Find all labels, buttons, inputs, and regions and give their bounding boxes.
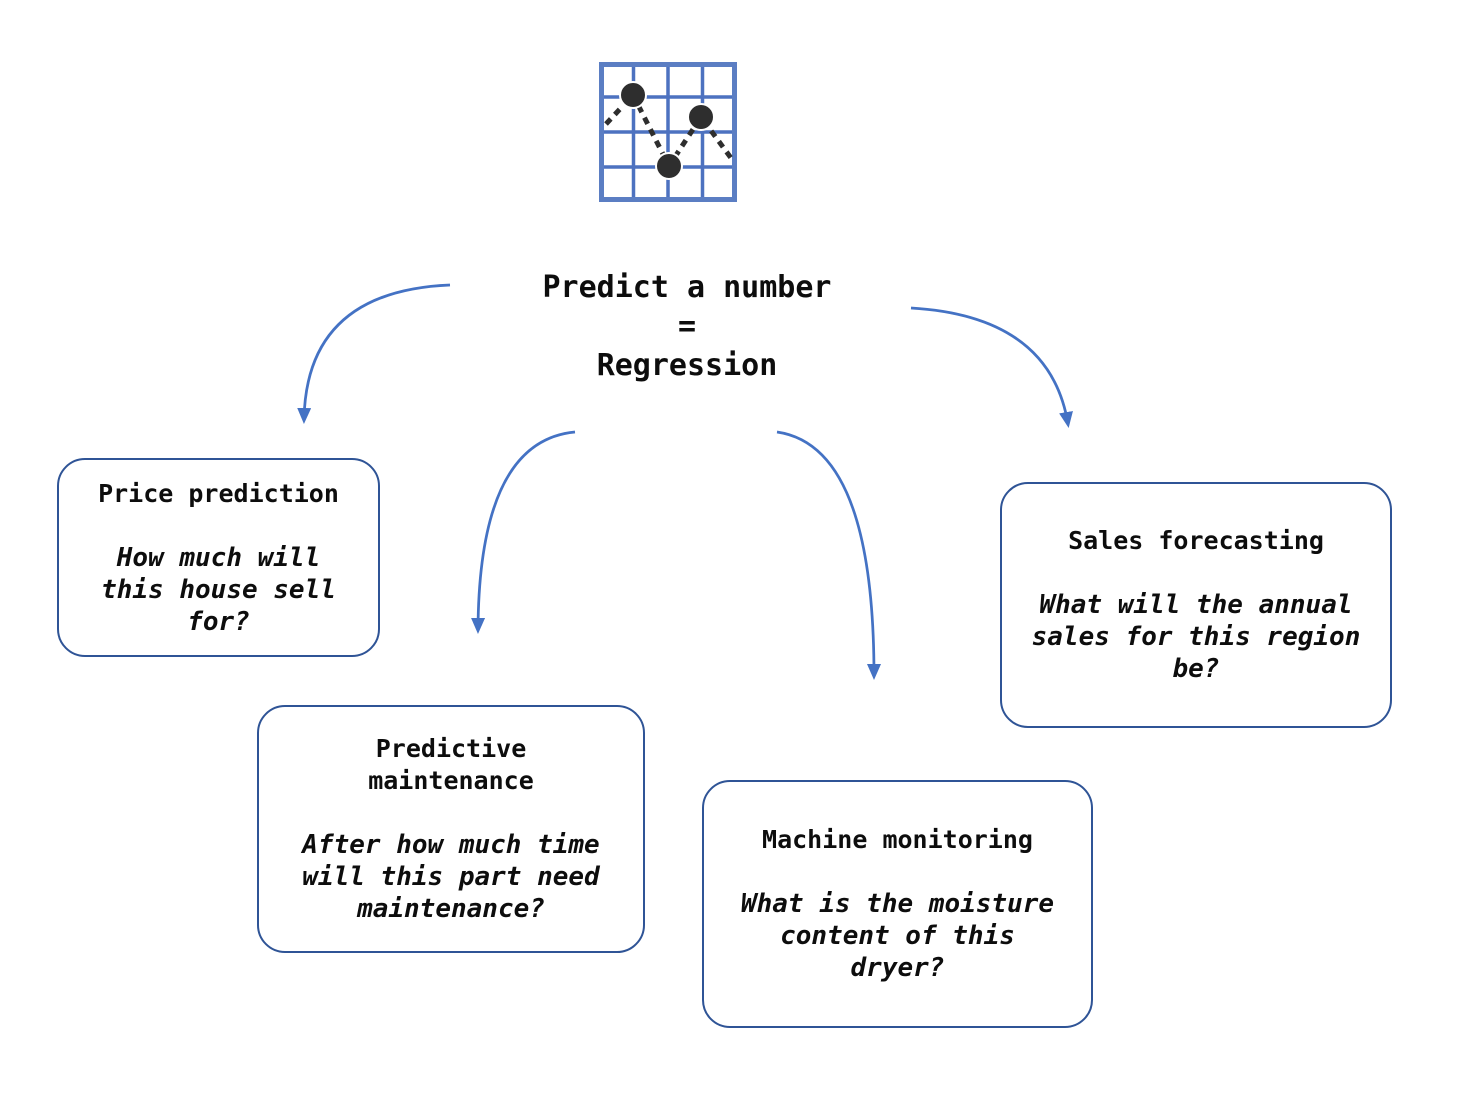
node-question: What is the moisture content of this dry… xyxy=(740,889,1055,983)
icon-frame xyxy=(599,62,737,202)
arrow-to-machine-monitoring xyxy=(776,430,881,680)
icon-grid-lines xyxy=(602,65,734,199)
node-title: Price prediction xyxy=(98,478,339,508)
node-machine-monitoring: Machine monitoring What is the moisture … xyxy=(702,780,1093,1028)
node-title: Machine monitoring xyxy=(762,825,1033,854)
node-predictive-maintenance: Predictive maintenance After how much ti… xyxy=(257,705,645,953)
icon-data-point xyxy=(655,152,683,180)
node-sales-forecasting: Sales forecasting What will the annual s… xyxy=(1000,482,1392,728)
icon-data-point xyxy=(687,103,715,131)
arrow-to-predictive-maintenance xyxy=(471,430,576,634)
node-title: Predictive maintenance xyxy=(368,734,534,795)
line-chart-icon xyxy=(599,62,737,202)
node-price-prediction: Price prediction How much will this hous… xyxy=(57,458,380,657)
node-question: How much will this house sell for? xyxy=(101,542,336,637)
icon-data-point xyxy=(619,81,647,109)
node-question: What will the annual sales for this regi… xyxy=(1031,590,1361,684)
center-label: Predict a number = Regression xyxy=(542,270,832,383)
node-question: After how much time will this part need … xyxy=(302,830,600,924)
node-title: Sales forecasting xyxy=(1068,526,1324,555)
